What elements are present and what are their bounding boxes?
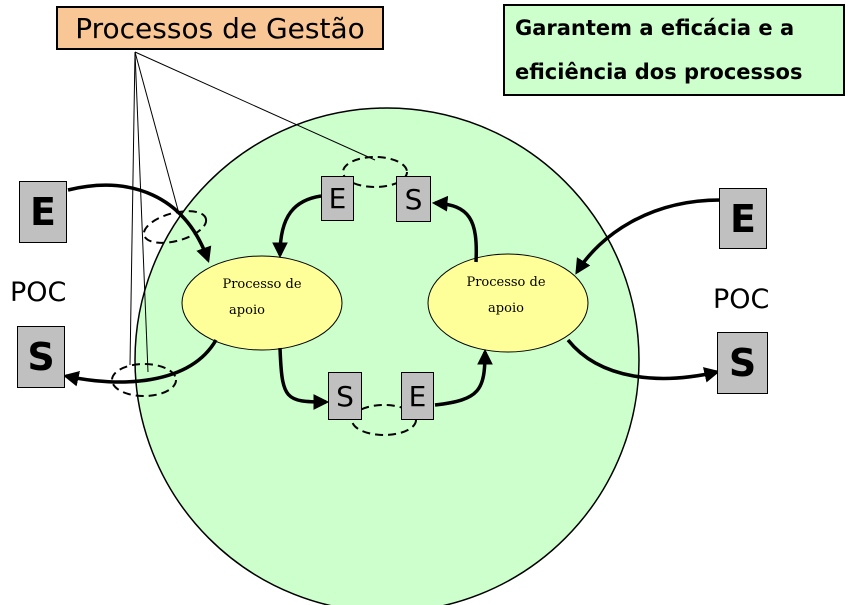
process-right-line-2: apoio: [488, 301, 524, 316]
note-line-2: eficiência dos processos: [515, 60, 803, 84]
left-exit-box: S: [17, 326, 65, 388]
process-left-label: Processo de apoio: [192, 272, 332, 324]
flow-arrows: [62, 183, 721, 410]
top-entry-box: E: [321, 176, 354, 221]
note-line-1: Garantem a eficácia e a: [515, 16, 795, 40]
interface-left-entry: [142, 210, 208, 244]
top-exit-box: S: [396, 176, 431, 222]
arrow-left-exit: [62, 339, 218, 387]
process-left-shape: [181, 255, 343, 351]
arrow-right-exit: [566, 338, 721, 383]
interface-left-exit: [111, 363, 177, 397]
right-poc-label: POC: [713, 284, 770, 315]
process-right-label: Processo de apoio: [436, 270, 576, 322]
interface-top: [342, 156, 408, 188]
arrow-top-out: [431, 195, 479, 263]
organization-circle: [134, 107, 640, 605]
process-left-line-1: Processo de: [222, 277, 302, 292]
right-exit-box: S: [717, 332, 768, 394]
arrow-left-entry: [67, 183, 212, 263]
left-entry-box: E: [19, 181, 67, 243]
interface-markers: [111, 156, 417, 436]
arrow-bottom-out: [278, 347, 330, 410]
bottom-entry-box: E: [401, 372, 434, 420]
process-left-line-2: apoio: [229, 303, 265, 318]
note-box: Garantem a eficácia e a eficiência dos p…: [503, 4, 845, 96]
arrow-right-entry: [575, 198, 721, 275]
bottom-exit-box: S: [328, 372, 362, 420]
arrow-bottom-in: [434, 348, 493, 407]
management-processes-label: Processos de Gestão: [56, 6, 384, 50]
right-entry-box: E: [719, 188, 767, 249]
interface-bottom: [351, 404, 417, 436]
left-poc-label: POC: [10, 277, 67, 308]
management-pointer-lines: [129, 51, 376, 373]
arrow-top-in: [272, 194, 322, 259]
process-right-shape: [427, 253, 589, 353]
process-right-line-1: Processo de: [466, 275, 546, 290]
